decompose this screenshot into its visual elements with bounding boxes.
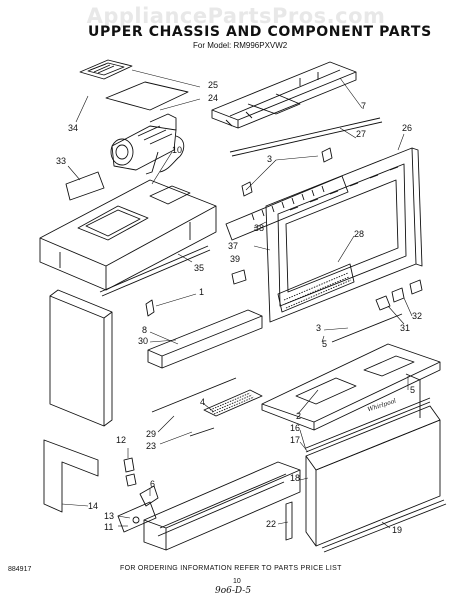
callout-16: 16 bbox=[290, 423, 301, 433]
callout-5-lower: 5 bbox=[410, 385, 416, 395]
callout-25: 25 bbox=[208, 80, 219, 90]
callout-1: 1 bbox=[199, 287, 205, 297]
part-door-glass bbox=[285, 179, 399, 293]
leader-lines bbox=[61, 69, 413, 529]
callout-33: 33 bbox=[56, 156, 67, 166]
callout-6: 6 bbox=[150, 479, 156, 489]
part-30-duct bbox=[147, 309, 263, 369]
callout-13: 13 bbox=[104, 511, 115, 521]
callout-28: 28 bbox=[354, 229, 365, 239]
callout-37: 37 bbox=[228, 241, 239, 251]
part-13-hinge bbox=[117, 501, 157, 533]
callout-8: 8 bbox=[142, 325, 148, 335]
part-27-rail bbox=[229, 117, 383, 157]
callout-4: 4 bbox=[200, 397, 206, 407]
callout-11: 11 bbox=[104, 522, 114, 532]
callout-3-upper: 3 bbox=[267, 154, 273, 164]
callout-32: 32 bbox=[412, 311, 423, 321]
callout-22: 22 bbox=[266, 519, 277, 529]
watermark: AppliancePartsPros.com bbox=[86, 4, 386, 28]
model-subtitle: For Model: RM996PXVW2 bbox=[193, 41, 288, 50]
ordering-note: FOR ORDERING INFORMATION REFER TO PARTS … bbox=[120, 565, 342, 572]
callout-12: 12 bbox=[116, 435, 127, 445]
part-29-rod bbox=[151, 377, 237, 413]
callout-38: 38 bbox=[254, 223, 265, 233]
part-24-plate bbox=[105, 81, 189, 111]
callout-3-lower: 3 bbox=[316, 323, 322, 333]
handwritten-note: 9o6-D-5 bbox=[215, 586, 252, 596]
part-32-switches bbox=[391, 279, 423, 303]
callout-31: 31 bbox=[400, 323, 411, 333]
callout-18: 18 bbox=[290, 473, 301, 483]
part-19-grille bbox=[305, 405, 441, 547]
page-number: 10 bbox=[233, 578, 241, 585]
part-35-rod bbox=[99, 245, 211, 297]
part-7-frame bbox=[211, 61, 357, 129]
part-3-screws bbox=[241, 147, 333, 197]
part-31-switch bbox=[375, 295, 391, 311]
part-26-door-frame bbox=[265, 147, 423, 323]
part-control-panel bbox=[225, 175, 349, 241]
part-1-clip bbox=[145, 299, 155, 317]
part-bottom-plate bbox=[261, 343, 441, 431]
part-12-connector bbox=[123, 457, 137, 487]
part-bottom-strip bbox=[321, 499, 447, 553]
callout-27: 27 bbox=[356, 129, 367, 139]
callout-24: 24 bbox=[208, 93, 219, 103]
part-14-bracket bbox=[43, 439, 99, 513]
callout-30: 30 bbox=[138, 336, 149, 346]
callout-17: 17 bbox=[290, 435, 301, 445]
part-5-strips bbox=[331, 313, 421, 418]
callout-14: 14 bbox=[88, 501, 99, 511]
callout-23: 23 bbox=[146, 441, 157, 451]
callout-34: 34 bbox=[68, 123, 79, 133]
part-base-tray bbox=[143, 461, 301, 551]
callout-2: 2 bbox=[296, 411, 302, 421]
callout-29: 29 bbox=[146, 429, 157, 439]
part-10-chassis bbox=[39, 179, 217, 291]
callout-39: 39 bbox=[230, 254, 241, 264]
part-6-lamp bbox=[139, 485, 159, 507]
part-fan-motor bbox=[110, 113, 185, 175]
callout-26: 26 bbox=[402, 123, 413, 133]
part-28-mesh bbox=[277, 263, 355, 313]
page-code: 884917 bbox=[8, 566, 32, 573]
callout-5-upper: 5 bbox=[322, 339, 328, 349]
part-left-side-panel bbox=[49, 289, 113, 427]
callout-19: 19 bbox=[392, 525, 403, 535]
page-title: UPPER CHASSIS AND COMPONENT PARTS bbox=[88, 24, 432, 40]
callout-10: 10 bbox=[172, 145, 183, 155]
part-33-panel bbox=[65, 171, 105, 201]
part-39-block bbox=[231, 269, 247, 285]
callout-35: 35 bbox=[194, 263, 205, 273]
part-16-strip bbox=[305, 397, 431, 453]
part-4-filter bbox=[203, 389, 263, 417]
part-22-bracket bbox=[285, 501, 293, 541]
part-25-panel bbox=[79, 59, 133, 80]
callout-7: 7 bbox=[361, 101, 367, 111]
part-23-rod bbox=[189, 427, 215, 437]
